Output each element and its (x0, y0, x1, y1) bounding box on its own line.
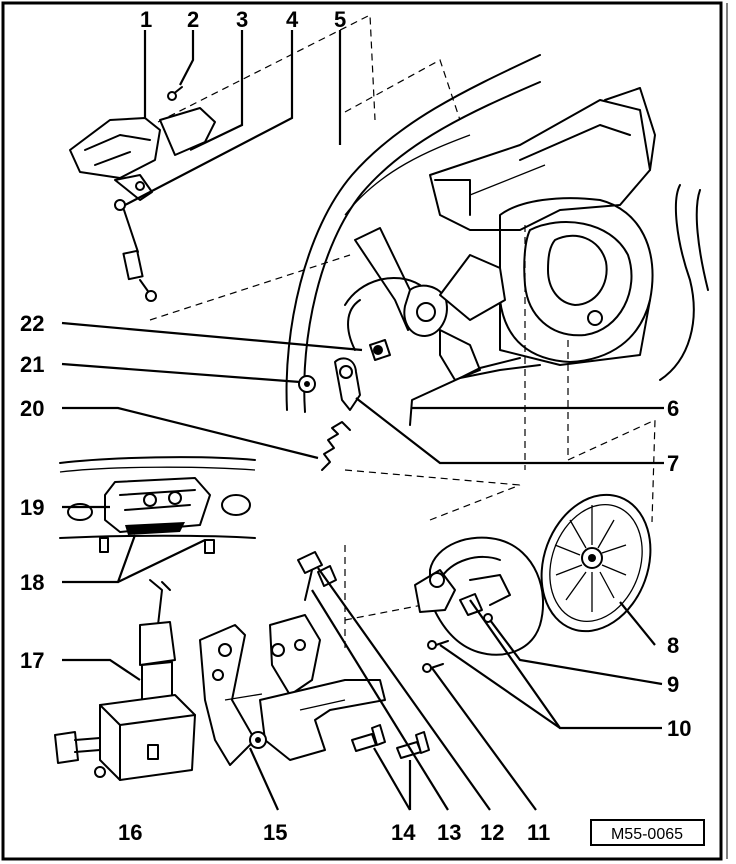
actuator-motor-16 (54, 579, 196, 781)
bolts-14 (351, 724, 430, 759)
mounting-plate-dashed-outline (149, 14, 656, 650)
lock-bracket-15 (199, 614, 386, 766)
callout-17: 17 (20, 648, 44, 673)
reference-code: M55-0065 (611, 826, 683, 843)
callout-15: 15 (263, 820, 287, 845)
callout-2: 2 (187, 7, 199, 32)
callout-9: 9 (667, 672, 679, 697)
lock-cylinder-assembly-1 (69, 107, 216, 201)
callout-5: 5 (334, 7, 346, 32)
callout-13: 13 (437, 820, 461, 845)
flap-hinge-bracket (344, 227, 506, 381)
callout-10: 10 (667, 716, 691, 741)
clip-12-and-pin-13 (297, 551, 337, 601)
diagram-border (1, 1, 723, 861)
callout-1: 1 (140, 7, 152, 32)
callout-4: 4 (286, 7, 299, 32)
callout-3: 3 (236, 7, 248, 32)
callout-14: 14 (391, 820, 416, 845)
screws-9-10-11 (422, 640, 449, 673)
screw-2 (167, 86, 183, 101)
fuel-filler-housing (429, 87, 656, 366)
leader-lines (61, 30, 664, 811)
bushing-22-and-nut-21 (298, 339, 391, 411)
filler-cap-8 (540, 493, 652, 633)
lock-housing-unit (414, 536, 545, 656)
callout-11: 11 (527, 820, 550, 845)
callout-22: 22 (20, 311, 44, 336)
callout-8: 8 (667, 633, 679, 658)
rod-4 (114, 199, 157, 302)
callout-19: 19 (20, 495, 44, 520)
reference-code-box: M55-0065 (590, 819, 705, 846)
rod-6 (409, 357, 541, 426)
callout-12: 12 (480, 820, 504, 845)
callout-21: 21 (20, 352, 44, 377)
callout-7: 7 (667, 451, 679, 476)
callout-16: 16 (118, 820, 142, 845)
body-panel-outline (285, 54, 709, 413)
callout-18: 18 (20, 570, 44, 595)
callout-labels: 1 2 3 4 5 6 7 8 9 10 11 12 13 14 15 16 1… (20, 7, 691, 845)
spring-20 (321, 421, 351, 471)
callout-20: 20 (20, 396, 44, 421)
callout-6: 6 (667, 396, 679, 421)
inset-vehicle-view (59, 456, 256, 554)
